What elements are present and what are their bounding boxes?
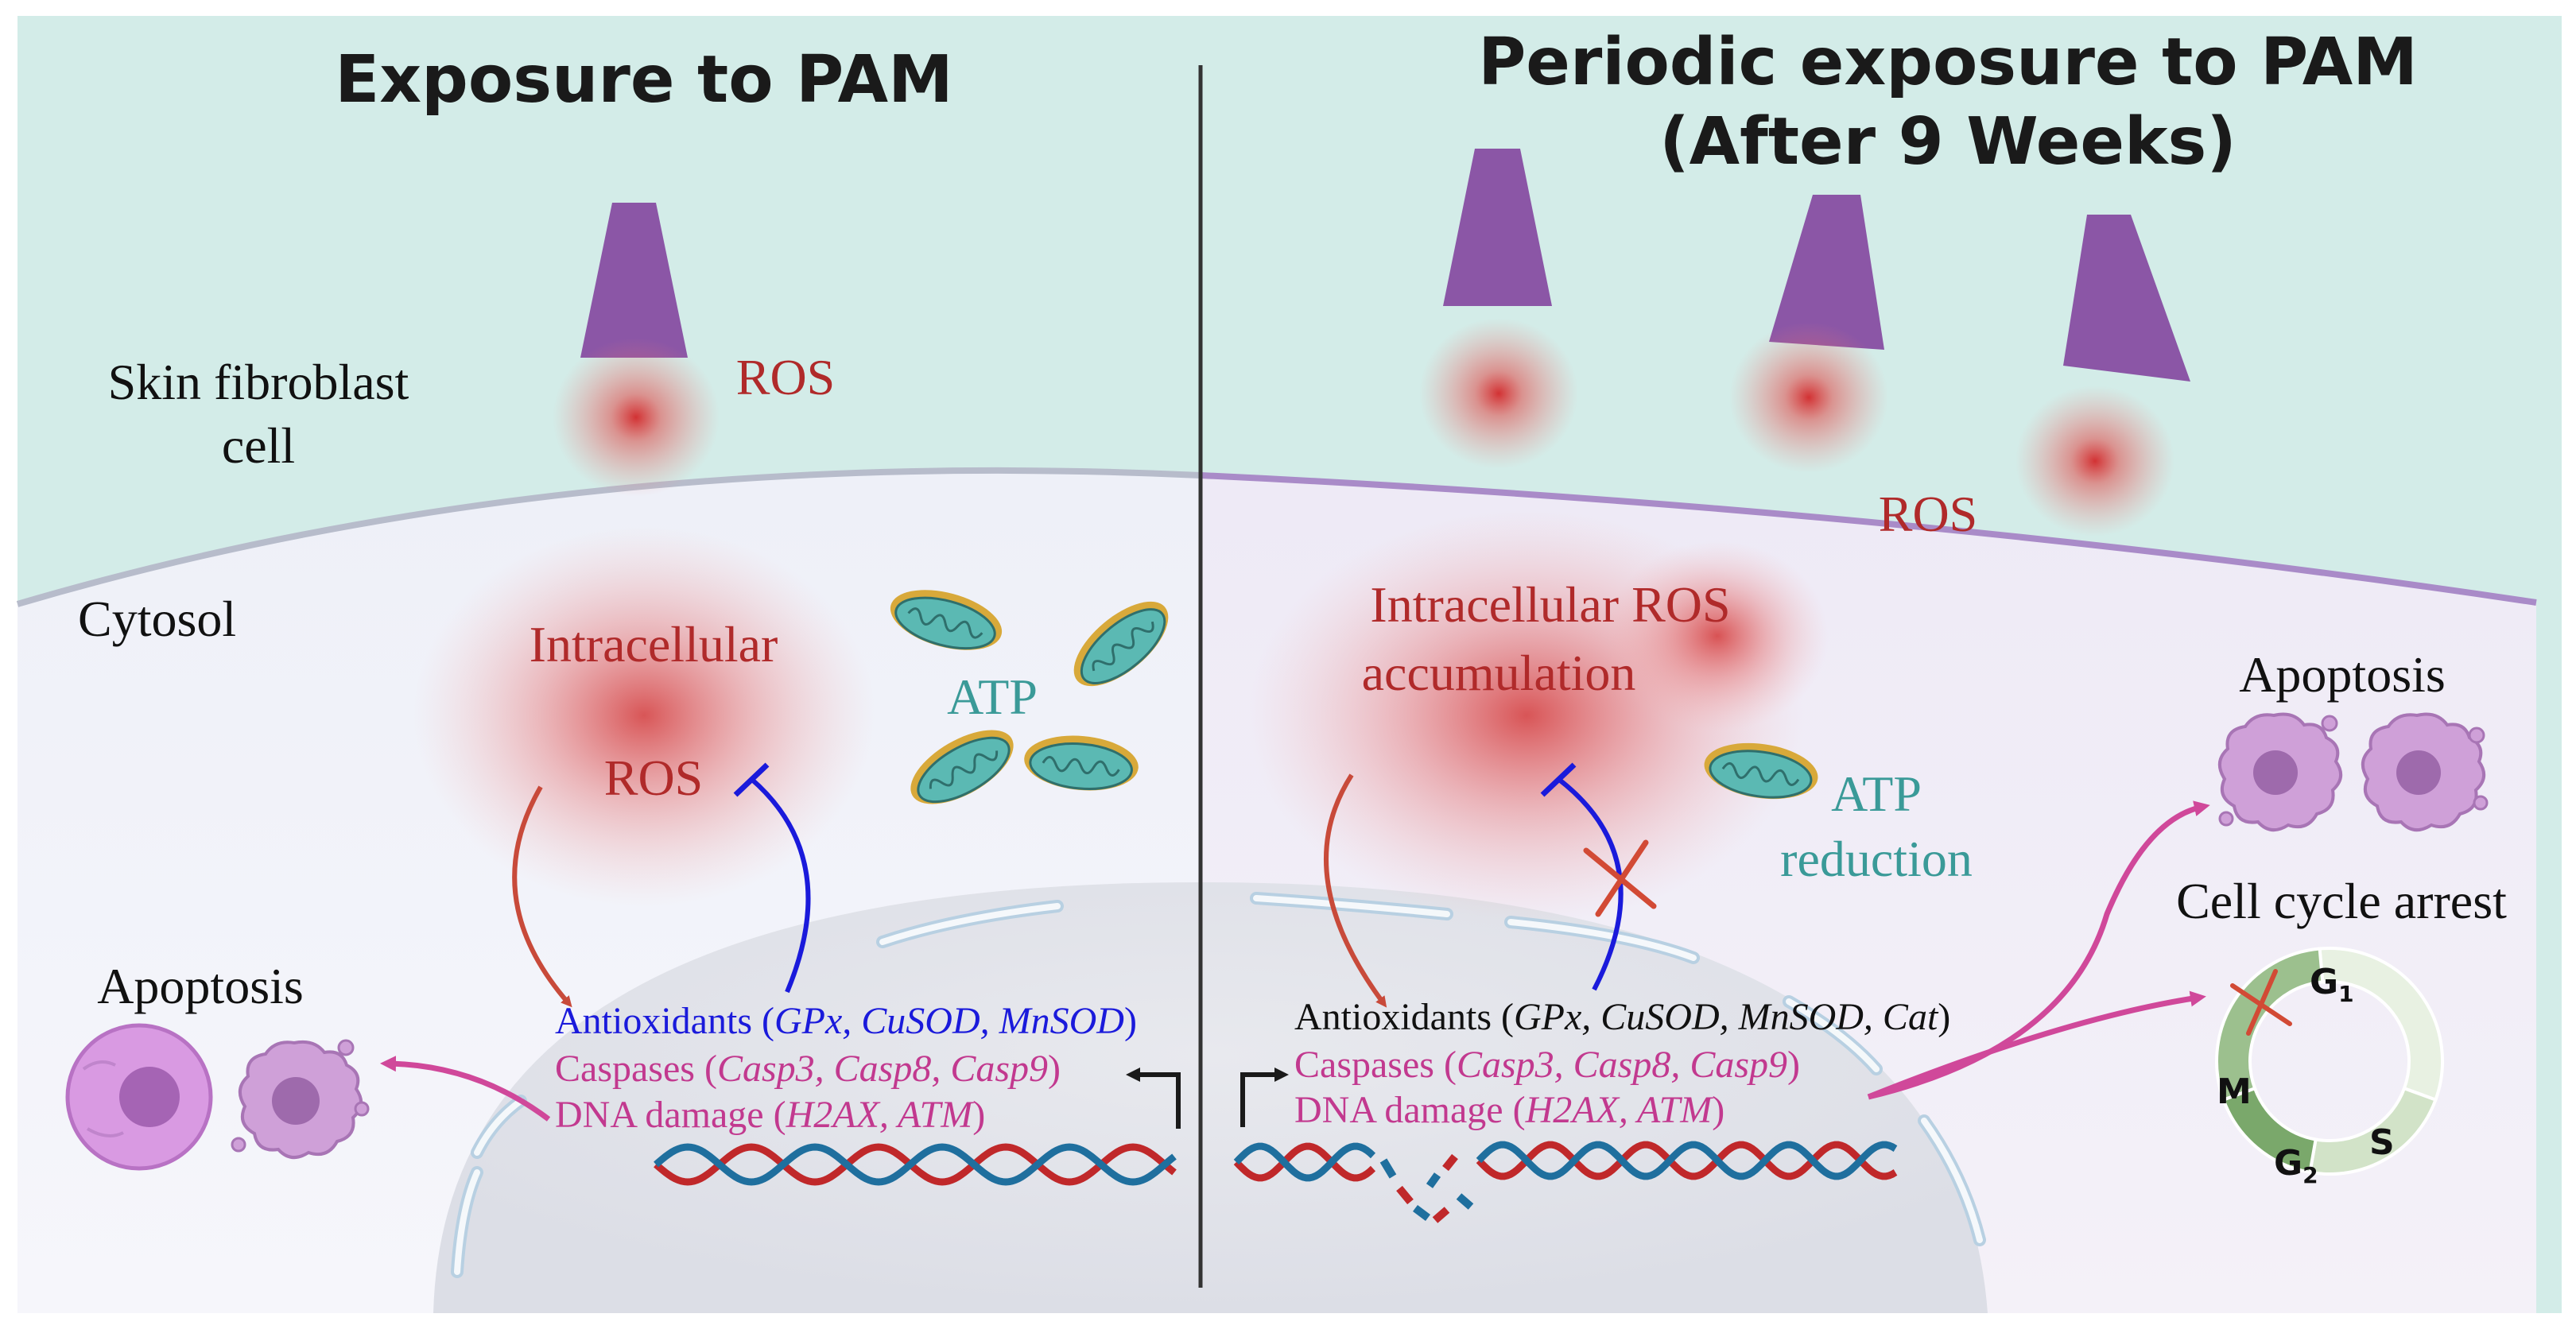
cell-cycle-ring-icon (2215, 947, 2445, 1176)
right-title-line2: (After 9 Weeks) (1659, 104, 2237, 180)
right-mitochondrion-icon (1704, 742, 1818, 800)
left-atp-label: ATP (947, 668, 1038, 725)
right-plasma-membrane (1200, 472, 2537, 606)
right-apoptosis-label: Apoptosis (2239, 646, 2446, 703)
apoptotic-cell-icon-2 (2361, 712, 2489, 831)
right-ros-activation-arrow (1324, 773, 1387, 1008)
left-ros-glow (553, 338, 720, 497)
right-apoptosis-arrow (1868, 800, 2210, 1100)
cytosol-label: Cytosol (78, 591, 236, 647)
right-atp-line2: reduction (1780, 831, 1973, 887)
left-title: Exposure to PAM (335, 42, 952, 118)
right-cell-cycle-arrow (1867, 990, 2206, 1100)
right-intracellular-line2: accumulation (1362, 645, 1636, 701)
left-dna-damage-line: DNA damage (H2AX, ATM) (555, 1094, 985, 1136)
left-plasma-membrane (16, 467, 1201, 607)
right-atp-line1: ATP (1831, 765, 1922, 822)
left-intracellular-ros-glow (413, 525, 875, 906)
phase-g2-label: G2 (2274, 1143, 2318, 1188)
left-caspases-line: Caspases (Casp3, Casp8, Casp9) (555, 1048, 1061, 1090)
left-apoptosis-arrow (380, 1056, 551, 1122)
mitochondrion-icon (910, 730, 1014, 804)
mitochondrion-icon (1073, 601, 1169, 687)
phase-g1-label: G1 (2310, 962, 2354, 1007)
left-intracellular-label: Intracellular (530, 616, 778, 672)
left-transcription-arrow-icon (1126, 1068, 1181, 1129)
right-antioxidants-line: Antioxidants (GPx, CuSOD, MnSOD, Cat) (1294, 996, 1950, 1038)
healthy-cell-icon (65, 1023, 213, 1171)
left-antioxidant-inhibition-line (750, 777, 811, 994)
left-plasma-jet-icon (580, 203, 688, 358)
left-antioxidants-line: Antioxidants (GPx, CuSOD, MnSOD) (555, 1000, 1137, 1042)
left-ros-label: ROS (736, 349, 836, 405)
phase-m-label: M (2217, 1071, 2252, 1112)
left-inhibition-bar (733, 762, 770, 797)
cell-type-label-line2: cell (222, 417, 295, 474)
left-apoptosis-label: Apoptosis (97, 958, 304, 1014)
right-caspases-line: Caspases (Casp3, Casp8, Casp9) (1294, 1044, 1800, 1086)
right-ros-glow-2 (1729, 322, 1888, 473)
right-intracellular-ros-glow-2 (1606, 541, 1829, 731)
right-plasma-jet-icon-1 (1443, 149, 1552, 306)
phase-s-label: S (2369, 1122, 2395, 1163)
cell-type-label-line1: Skin fibroblast (108, 354, 409, 410)
dna-break-fragments-icon (1379, 1153, 1474, 1223)
right-ros-glow-1 (1419, 318, 1578, 469)
right-plasma-jet-icon-3 (2063, 215, 2190, 382)
nucleus (433, 882, 1988, 1313)
right-inhibition-bar (1540, 762, 1577, 797)
blocked-x-icon (1583, 839, 1657, 917)
mitochondrion-icon (890, 590, 1003, 650)
right-plasma-jet-icon-2 (1769, 195, 1884, 350)
right-ros-label: ROS (1879, 486, 1978, 542)
mitochondrion-icon (1024, 735, 1139, 791)
cell-cycle-segment (2215, 947, 2325, 1102)
cycle-arrest-x-icon (2230, 969, 2292, 1036)
apoptotic-cell-icon-1 (2218, 712, 2342, 831)
right-dna-damage-line: DNA damage (H2AX, ATM) (1294, 1089, 1724, 1131)
cell-cycle-arrest-label: Cell cycle arrest (2176, 873, 2507, 929)
left-dna-helix-icon (654, 1143, 1177, 1186)
right-title-line1: Periodic exposure to PAM (1478, 25, 2418, 100)
right-antioxidant-inhibition-line (1557, 777, 1624, 991)
left-intracellular-ros-label: ROS (604, 750, 704, 806)
left-ros-activation-arrow (512, 785, 572, 1008)
right-transcription-arrow-icon (1240, 1068, 1289, 1127)
right-dna-helix-icon (1233, 1141, 1898, 1182)
apoptotic-cell-icon (231, 1039, 370, 1159)
right-ros-glow-3 (2015, 386, 2174, 537)
right-intracellular-line1: Intracellular ROS (1370, 576, 1730, 633)
